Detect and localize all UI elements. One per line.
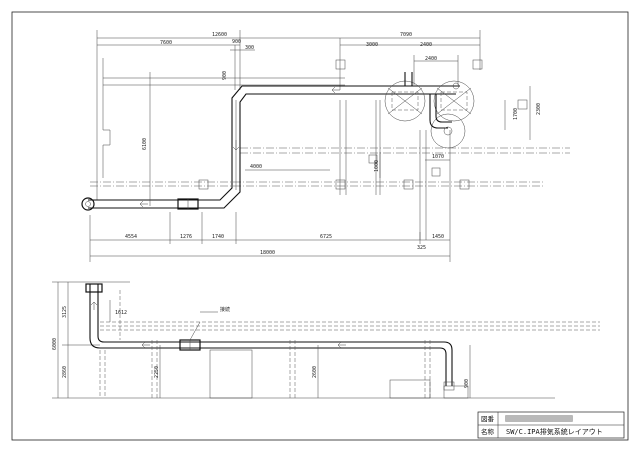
dim-4554: 4554 <box>125 234 137 240</box>
section-view <box>52 281 600 399</box>
dim-2250: 2250 <box>154 366 160 378</box>
drawing-no-label: 図番 <box>481 415 495 423</box>
dim-1700: 1700 <box>513 108 519 120</box>
dim-6725: 6725 <box>320 234 332 240</box>
dim-300: 300 <box>245 45 254 51</box>
drawing-name-label: 名称 <box>481 427 495 436</box>
dim-18000: 18000 <box>260 250 275 256</box>
connection-callout: 接続 <box>220 306 230 313</box>
dim-1070: 1070 <box>432 154 444 160</box>
dim-325: 325 <box>417 245 426 251</box>
section-dimensions: 6000 3125 2860 1612 2250 2600 900 接続 <box>52 306 470 388</box>
dim-2600: 2600 <box>312 366 318 378</box>
dim-900-v: 900 <box>222 71 228 80</box>
dim-1612: 1612 <box>115 310 127 316</box>
drawing-name: SW/C.IPA排気系統レイアウト <box>506 427 603 436</box>
dim-6100: 6100 <box>142 138 148 150</box>
sheet-border <box>11 11 629 441</box>
dim-1450: 1450 <box>432 234 444 240</box>
title-block: 図番 名称 SW/C.IPA排気系統レイアウト <box>477 411 625 439</box>
dim-4000: 4000 <box>250 164 262 170</box>
dim-900-right: 900 <box>464 379 470 388</box>
dim-7600: 7600 <box>160 40 172 46</box>
dim-6000: 6000 <box>52 338 58 350</box>
dim-1276: 1276 <box>180 234 192 240</box>
plan-view <box>81 30 570 262</box>
dim-7090: 7090 <box>400 32 412 38</box>
dim-2300: 2300 <box>536 103 542 115</box>
dim-2400-a: 2400 <box>420 42 432 48</box>
redacted-drawing-number <box>505 415 573 422</box>
dim-2400-b: 2400 <box>425 56 437 62</box>
dim-12600: 12600 <box>212 32 227 38</box>
dim-3125: 3125 <box>62 306 68 318</box>
dim-2860: 2860 <box>62 366 68 378</box>
dim-3000: 3000 <box>366 42 378 48</box>
dim-1000: 1000 <box>374 160 380 172</box>
dim-1740: 1740 <box>212 234 224 240</box>
dim-900: 900 <box>232 39 241 45</box>
plan-dimensions: 12600 7600 900 300 7090 3000 2400 2400 6… <box>125 32 542 256</box>
